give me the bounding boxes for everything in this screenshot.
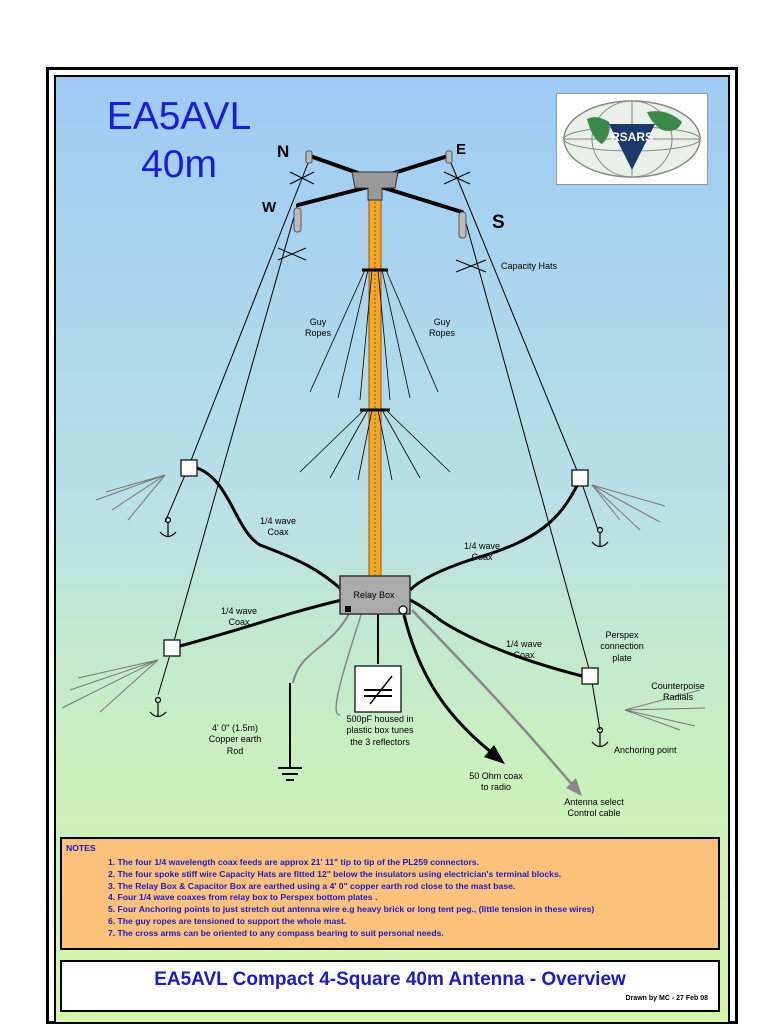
counterpoise-radials	[61, 474, 706, 731]
coax-mid-left-line1: 1/4 wave	[220, 606, 258, 616]
cross-hub	[351, 171, 399, 201]
note-item: 2. The four spoke stiff wire Capacity Ha…	[108, 868, 562, 879]
note-item: 6. The guy ropes are tensioned to suppor…	[108, 915, 347, 926]
guy-ropes	[299, 268, 451, 481]
radio-arrow	[484, 745, 505, 764]
direction-w: W	[262, 199, 277, 216]
footer-box: EA5AVL Compact 4-Square 40m Antenna - Ov…	[60, 960, 720, 1012]
coax-radio-line2: to radio	[480, 782, 512, 793]
relay-box	[339, 575, 411, 615]
guy-ropes-right-label: Guy Ropes	[422, 317, 462, 340]
coax-radio-line1: 50 Ohm coax	[469, 771, 523, 781]
earth-rod-label: 4' 0" (1.5m) Copper earth Rod	[205, 723, 265, 757]
capacitor-line1: 500pF housed in	[346, 714, 414, 724]
coax-upper-right-line2: Coax	[471, 552, 493, 563]
footer-credit: Drawn by MC - 27 Feb 08	[625, 995, 708, 1002]
footer-title: EA5AVL Compact 4-Square 40m Antenna - Ov…	[154, 969, 626, 990]
note-item: 7. The cross arms can be oriented to any…	[108, 927, 444, 938]
notes-heading: NOTES	[66, 843, 96, 853]
counterpoise-label: Counterpoise Radials	[643, 681, 713, 704]
perspex-line1: Perspex	[605, 630, 639, 640]
guy-ropes-right-line2: Ropes	[428, 328, 455, 339]
title-callsign: EA5AVL	[106, 95, 252, 138]
capacity-hats-label: Capacity Hats	[501, 261, 558, 271]
note-item: 3. The Relay Box & Capacitor Box are ear…	[108, 880, 516, 891]
coax-to-radio	[402, 614, 497, 758]
coax-upper-right-line1: 1/4 wave	[463, 541, 501, 551]
radiator-wires	[157, 157, 601, 731]
earth-line1: 4' 0" (1.5m)	[212, 723, 258, 733]
control-arrow	[566, 778, 582, 796]
insulators	[293, 150, 467, 239]
control-cable-label: Antenna select Control cable	[556, 797, 632, 820]
earth-line3: Rod	[226, 745, 244, 756]
rsars-logo: RSARS	[556, 93, 708, 185]
coax-mid-left-line2: Coax	[228, 617, 250, 628]
anchoring-point-label: Anchoring point	[614, 745, 677, 755]
globe-logo-icon: RSARS	[563, 100, 701, 178]
guy-ropes-left-line2: Ropes	[304, 328, 331, 339]
note-item: 4. Four 1/4 wave coaxes from relay box t…	[108, 892, 378, 903]
guy-ropes-left-line1: Guy	[309, 317, 327, 327]
anchor-icon	[149, 516, 609, 748]
capacity-hats	[277, 171, 487, 273]
notes-list: 1. The four 1/4 wavelength coax feeds ar…	[108, 857, 594, 940]
coax-upper-left-line1: 1/4 wave	[259, 516, 297, 526]
control-cable	[411, 609, 576, 789]
perspex-label: Perspex connection plate	[592, 630, 652, 664]
page-title: EA5AVL 40m	[94, 93, 264, 188]
capacitor-label: 500pF housed in plastic box tunes the 3 …	[334, 714, 426, 748]
title-band: 40m	[141, 142, 217, 186]
relay-box-label: Relay Box	[353, 590, 395, 600]
perspex-plates	[163, 459, 599, 685]
earth-rod	[278, 683, 302, 781]
guy-ropes-left-label: Guy Ropes	[298, 317, 338, 340]
earth-line2: Copper earth	[208, 734, 262, 745]
control-line2: Control cable	[567, 808, 621, 819]
coax-lower-right-line1: 1/4 wave	[505, 639, 543, 649]
coax-lower-right-label: 1/4 wave Coax	[497, 639, 551, 662]
direction-e: E	[456, 141, 467, 158]
capacitor-line3: the 3 reflectors	[350, 736, 410, 747]
coax-feeds	[179, 466, 583, 678]
direction-s: S	[492, 212, 505, 233]
direction-n: N	[277, 142, 290, 161]
note-item: 1. The four 1/4 wavelength coax feeds ar…	[108, 857, 479, 867]
control-line1: Antenna select	[564, 797, 624, 807]
counterpoise-line2: Radials	[662, 692, 693, 703]
capacitor-line2: plastic box tunes	[346, 725, 414, 736]
perspex-line2: connection	[600, 641, 644, 652]
note-item: 5. Four Anchoring points to just stretch…	[108, 904, 595, 915]
perspex-line3: plate	[612, 652, 632, 663]
counterpoise-line1: Counterpoise	[651, 681, 705, 691]
guy-ropes-right-line1: Guy	[433, 317, 451, 327]
coax-lower-right-line2: Coax	[513, 650, 535, 661]
coax-upper-left-line2: Coax	[267, 527, 289, 538]
logo-text: RSARS	[611, 130, 653, 144]
coax-radio-label: 50 Ohm coax to radio	[466, 771, 526, 794]
coax-upper-right-label: 1/4 wave Coax	[455, 541, 509, 564]
coax-mid-left-label: 1/4 wave Coax	[212, 606, 266, 629]
notes-box: NOTES 1. The four 1/4 wavelength coax fe…	[60, 837, 720, 950]
coax-upper-left-label: 1/4 wave Coax	[251, 516, 305, 539]
